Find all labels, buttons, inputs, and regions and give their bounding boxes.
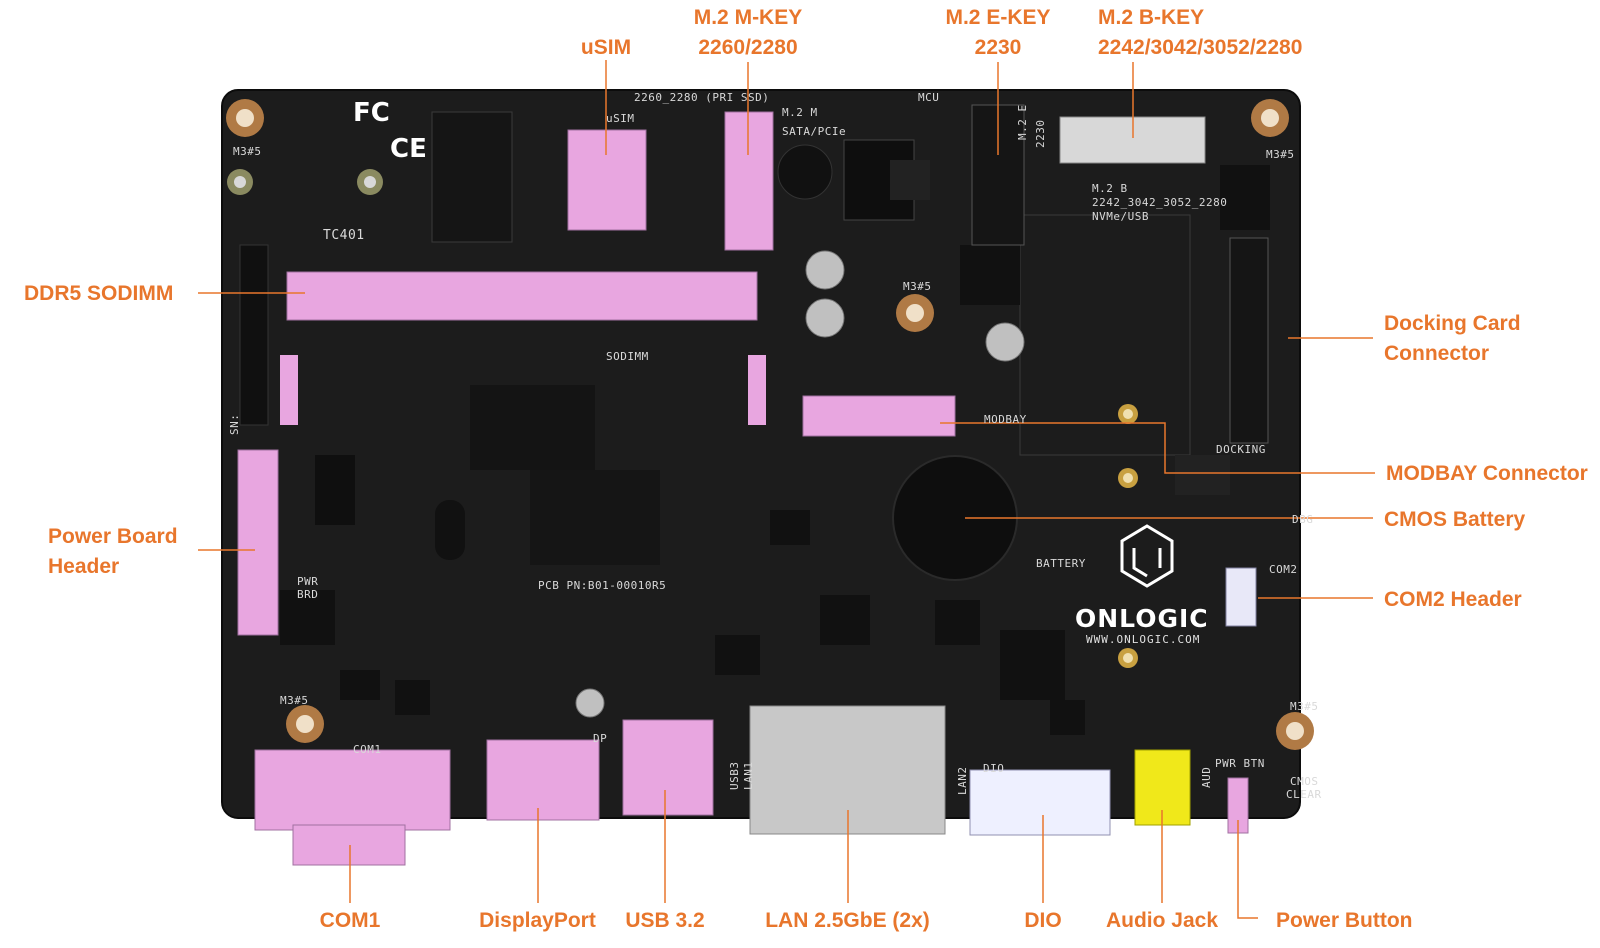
callout-m2-mkey-line1: M.2 M-KEY <box>693 6 803 29</box>
silk-sn: SN: <box>228 413 241 435</box>
silk-m3-2: M3#5 <box>1266 148 1295 161</box>
silk-m3-3: M3#5 <box>903 280 932 293</box>
com1-port <box>254 749 451 831</box>
silk-nvme-usb: NVMe/USB <box>1092 210 1149 223</box>
onlogic-logo-icon <box>1120 524 1174 588</box>
silk-pwr-btn: PWR BTN <box>1215 757 1265 770</box>
callout-com1: COM1 <box>319 909 381 932</box>
callout-dio: DIO <box>1024 909 1062 932</box>
board-components <box>239 111 1270 735</box>
silk-pcb-pn: PCB PN:B01-00010R5 <box>538 579 667 592</box>
callout-com2-header: COM2 Header <box>1384 588 1522 611</box>
callout-usb32: USB 3.2 <box>625 909 705 932</box>
sodimm-slot <box>286 271 758 321</box>
silk-usim: uSIM <box>606 112 635 125</box>
callout-m2-bkey-line1: M.2 B-KEY <box>1098 6 1205 29</box>
capacitors <box>575 144 1025 718</box>
brand-logo-text: ONLOGIC <box>1075 604 1209 633</box>
callout-docking-line2: Connector <box>1384 342 1489 365</box>
callout-power-board-line1: Power Board <box>48 525 178 548</box>
silk-lan2: LAN2 <box>956 766 969 796</box>
callout-audio-jack: Audio Jack <box>1105 909 1219 932</box>
callout-lan: LAN 2.5GbE (2x) <box>765 909 930 932</box>
silk-m3-1: M3#5 <box>233 145 262 158</box>
silk-dp: DP <box>593 732 608 745</box>
callout-modbay: MODBAY Connector <box>1386 462 1588 485</box>
silk-com2: COM2 <box>1269 563 1298 576</box>
callout-m2-mkey-line2: 2260/2280 <box>698 36 798 59</box>
silk-docking: DOCKING <box>1216 443 1266 456</box>
brand-url: WWW.ONLOGIC.COM <box>1086 633 1201 646</box>
silk-mcu: MCU <box>918 91 940 104</box>
callout-cmos-battery: CMOS Battery <box>1384 508 1526 531</box>
usim-slot <box>567 129 647 231</box>
callout-m2-ekey-line1: M.2 E-KEY <box>945 6 1051 29</box>
silk-b-sizes: 2242_3042_3052_2280 <box>1092 196 1228 209</box>
silk-m2-b: M.2 B <box>1092 182 1128 195</box>
silk-e-2230: 2230 <box>1034 119 1047 149</box>
silk-m2-m: M.2 M <box>782 106 818 119</box>
silk-m2-m-top: 2260_2280 (PRI SSD) <box>634 91 770 104</box>
m2-mkey-slot <box>724 111 774 251</box>
silk-aud: AUD <box>1200 766 1213 788</box>
com2-header <box>1225 567 1257 627</box>
connectors <box>237 104 1269 866</box>
callout-usim: uSIM <box>580 36 632 59</box>
silk-m3-5: M3#5 <box>1290 700 1319 713</box>
callout-power-button: Power Button <box>1276 909 1413 932</box>
displayport-port <box>486 739 600 821</box>
silk-dbg: DBG <box>1292 513 1314 526</box>
silk-usb3: USB3 <box>728 761 741 791</box>
silk-cmos: CMOS <box>1290 775 1319 788</box>
callout-docking-line1: Docking Card <box>1384 312 1521 335</box>
silk-clear: CLEAR <box>1286 788 1322 801</box>
callout-m2-ekey-line2: 2230 <box>974 36 1022 59</box>
silk-tc401: TC401 <box>323 228 365 243</box>
silk-pwr: PWR <box>297 575 319 588</box>
leader-lines <box>198 60 1375 919</box>
callout-ddr5-sodimm: DDR5 SODIMM <box>24 282 174 305</box>
docking-connector <box>1229 237 1269 444</box>
silk-lan1: LAN1 <box>742 761 755 791</box>
fc-mark: FC <box>353 98 390 128</box>
silk-com1: COM1 <box>353 743 382 756</box>
callout-m2-bkey-line2: 2242/3042/3052/2280 <box>1098 36 1303 59</box>
silk-m2-e: M.2 E <box>1016 104 1029 140</box>
callout-power-board-line2: Header <box>48 555 120 578</box>
dio-connector <box>969 769 1111 836</box>
power-board-header <box>237 449 279 636</box>
ce-mark: CE <box>390 134 427 164</box>
silk-sata-pcie: SATA/PCIe <box>782 125 847 138</box>
silk-m3-4: M3#5 <box>280 694 309 707</box>
silk-brd: BRD <box>297 588 319 601</box>
modbay-slot <box>802 395 956 437</box>
silk-sodimm: SODIMM <box>606 350 649 363</box>
mounting-holes <box>226 99 1314 750</box>
silk-battery: BATTERY <box>1036 557 1086 570</box>
silk-modbay: MODBAY <box>984 413 1027 426</box>
silk-dio: DIO <box>983 762 1005 775</box>
usb32-port <box>622 719 714 816</box>
callout-displayport: DisplayPort <box>479 909 596 932</box>
